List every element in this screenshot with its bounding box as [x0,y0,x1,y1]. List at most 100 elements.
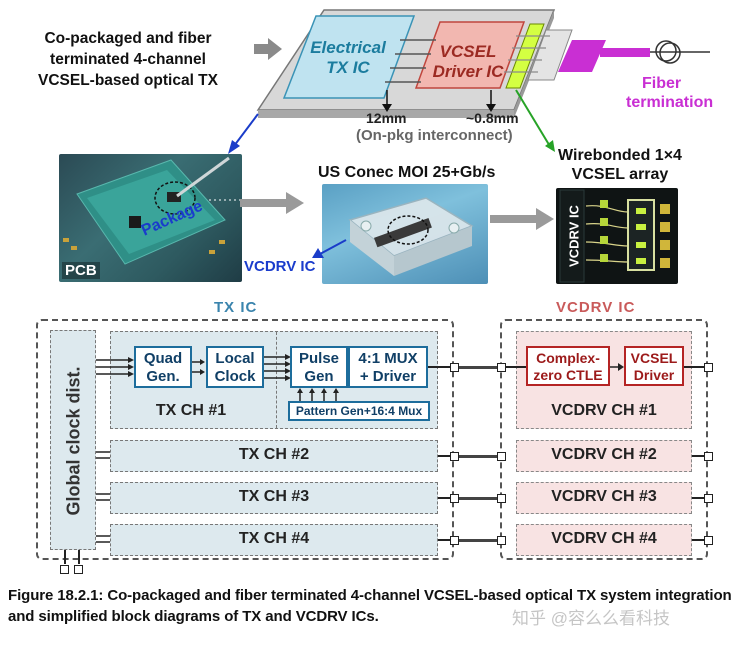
vcdrv-pointer-icon [312,239,347,258]
tx-channel-1-label: TX CH #1 [155,402,227,419]
blue-arrow-icon [228,113,259,154]
tx-ic-title: TX IC [214,299,258,316]
system-title-line-2: terminated 4-channel [50,51,206,68]
mux-driver-line-2: + Driver [359,368,417,385]
mux-driver-block: 4:1 MUX + Driver [348,346,428,388]
vcdrv-arrow-label: VCDRV IC [244,258,316,275]
vcsel-driver-line-1: VCSEL [630,350,678,366]
vcdrv-out-wire-1 [684,366,704,368]
vcdrv-out-wire-2 [692,455,704,457]
tx-channel-2: TX CH #2 [110,440,438,472]
wirebond-title-line-2: VCSEL array [571,166,669,183]
vcdrv-in-port-1 [497,363,506,372]
local-clock-block: Local Clock [206,346,264,388]
global-clock-wires [64,550,66,564]
link-4 [459,539,497,542]
vcdrv-out-port-4 [704,536,713,545]
vcdrv-channel-4: VCDRV CH #4 [516,524,692,556]
global-clock-label: Global clock dist. [63,366,84,516]
package-illustration [256,9,710,152]
moi-title: US Conec MOI 25+Gb/s [318,164,496,181]
ctle-to-driver-arrow-icon [610,363,624,371]
pcb-label: PCB [62,262,100,279]
vcdrv-channel-2-label: VCDRV CH #2 [551,446,657,463]
vcdrv-out-port-3 [704,494,713,503]
clock-port-1 [60,565,69,574]
grey-arrow-icon [254,38,282,60]
system-title-line-3: VCSEL-based optical TX [37,72,218,89]
ctle-line-2: zero CTLE [533,367,603,383]
chip-vcsel-label: VCSEL Driver IC [418,42,518,82]
quad-gen-block: Quad Gen. [134,346,192,388]
clock-feed-lines [96,451,110,543]
ctle-line-1: Complex- [536,350,600,366]
tx-channel-2-label: TX CH #2 [238,446,310,463]
pulse-gen-line-1: Pulse [298,350,340,367]
local-to-pulse-arrows-icon [264,354,291,381]
chip-vcsel-label-line-2: Driver IC [432,62,504,81]
quad-gen-line-2: Gen. [146,368,180,385]
tx-wire-2 [438,455,450,457]
tx-wire-3 [438,497,450,499]
clock-arrows-icon [96,357,134,377]
tx-port-4 [450,536,459,545]
global-clock-box: Global clock dist. [50,330,96,550]
vcdrv-in-port-4 [497,536,506,545]
grey-arrow-icon-2 [240,192,304,214]
local-clock-line-2: Clock [214,368,256,385]
global-clock-wires-2 [78,550,80,564]
tx-port-2 [450,452,459,461]
local-clock-line-1: Local [215,350,255,367]
moi-connector-graphic [348,197,474,276]
link-2 [459,455,497,458]
pattern-gen-block: Pattern Gen+16:4 Mux [288,401,430,421]
vcdrv-channel-3: VCDRV CH #3 [516,482,692,514]
dim-left: 12mm [366,110,407,126]
vcdrv-out-port-2 [704,452,713,461]
fiber-termination-label: Fiber termination [626,74,713,112]
tx-port-1 [450,363,459,372]
moi-photo [322,184,488,284]
system-title-line-1: Co-packaged and fiber [44,30,212,47]
wirebond-title-line-1: Wirebonded 1×4 [558,147,682,164]
link-1 [459,366,497,369]
vcdrv-ic-outline [500,319,708,560]
vcsel-array-photo: VCDRV IC [556,188,678,284]
chip-tx-label: Electrical TX IC [298,38,398,78]
vcsel-driver-line-2: Driver [633,367,675,383]
pattern-to-pulse-arrows-icon [297,388,339,401]
vcdrv-out-port-1 [704,363,713,372]
tx-ic-outline [36,319,454,560]
system-title: Co-packaged and fiber terminated 4-chann… [8,28,248,91]
vcdrv-channel-3-label: VCDRV CH #3 [551,488,657,505]
tx-wire-4 [438,539,450,541]
clock-port-2 [74,565,83,574]
vcdrv-in-port-3 [497,494,506,503]
vcsel-array-graphic [559,189,670,283]
grey-arrow-icon-3 [490,208,554,230]
figure-caption: Figure 18.2.1: Co-packaged and fiber ter… [8,587,732,625]
link-3 [459,497,497,500]
mux-driver-line-1: 4:1 MUX [358,350,418,367]
pcb-board-graphic [63,156,242,265]
tx-channel-3: TX CH #3 [110,482,438,514]
watermark: 知乎 @容么么看科技 [512,609,670,628]
vcdrv-in-port-2 [497,452,506,461]
vcdrv-channel-1-label: VCDRV CH #1 [551,402,657,419]
quad-to-local-arrows-icon [192,359,205,375]
tx-channel-4: TX CH #4 [110,524,438,556]
vcdrv-vertical-label: VCDRV IC [566,205,582,267]
pulse-gen-block: Pulse Gen [290,346,348,388]
vcdrv-out-wire-4 [692,539,704,541]
fiber-label-line-1: Fiber [642,75,682,92]
chip-tx-label-line-1: Electrical [310,38,386,57]
chip-vcsel-label-line-1: VCSEL [439,42,497,61]
tx-port-3 [450,494,459,503]
vcdrv-channel-4-label: VCDRV CH #4 [551,530,657,547]
tx-wire-1 [428,366,450,368]
quad-gen-line-1: Quad [143,350,183,367]
vcdrv-channel-2: VCDRV CH #2 [516,440,692,472]
wirebond-title: Wirebonded 1×4 VCSEL array [540,146,700,184]
vcdrv-wire-in-1 [506,366,528,368]
interconnect-label: (On-pkg interconnect) [356,127,513,144]
